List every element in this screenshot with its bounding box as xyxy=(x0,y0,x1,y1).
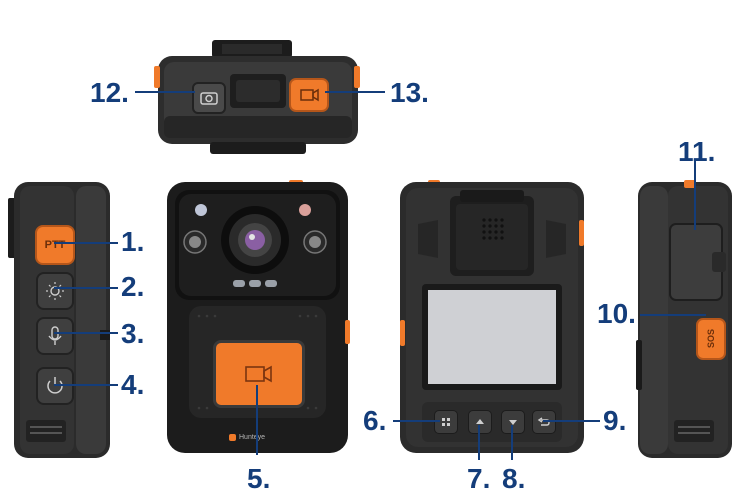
ptt-icon: PTT xyxy=(44,239,66,251)
back-icon xyxy=(537,417,550,426)
io-port-cover[interactable] xyxy=(670,224,722,300)
callout-3: 3. xyxy=(121,318,145,349)
camera-top-view xyxy=(150,38,365,158)
ptt-button[interactable]: PTT xyxy=(35,225,75,265)
menu-button[interactable] xyxy=(434,410,458,434)
power-button[interactable] xyxy=(36,367,74,405)
callout-2: 2. xyxy=(121,271,145,302)
camera-left-side-view: PTT xyxy=(6,180,114,460)
arrow-down-icon xyxy=(509,420,517,425)
microphone-icon xyxy=(48,326,62,345)
callout-4: 4. xyxy=(121,369,145,400)
camera-back-view xyxy=(398,180,586,455)
callout-12: 12. xyxy=(90,77,129,108)
down-button[interactable] xyxy=(501,410,525,434)
arrow-up-icon xyxy=(476,419,484,424)
callout-8: 8. xyxy=(502,463,526,494)
top-record-button[interactable] xyxy=(289,78,329,112)
callout-1: 1. xyxy=(121,226,145,257)
sos-button[interactable]: SOS xyxy=(696,318,726,360)
brightness-icon xyxy=(46,282,64,300)
callout-5: 5. xyxy=(247,463,271,494)
back-button[interactable] xyxy=(532,410,556,434)
callout-13: 13. xyxy=(390,77,429,108)
callout-6: 6. xyxy=(363,405,387,436)
camera-icon xyxy=(200,92,218,105)
up-button[interactable] xyxy=(468,410,492,434)
power-icon xyxy=(47,377,63,394)
camera-front-view: Hunteye xyxy=(165,180,350,455)
callout-9: 9. xyxy=(603,405,627,436)
front-record-button[interactable] xyxy=(213,340,305,408)
logo-mark-icon xyxy=(229,434,236,441)
camera-right-side-view: SOS xyxy=(636,180,736,460)
top-camera-button[interactable] xyxy=(192,82,226,114)
brightness-button[interactable] xyxy=(36,272,74,310)
sos-icon: SOS xyxy=(706,329,716,349)
callout-10: 10. xyxy=(597,298,636,329)
callout-11: 11. xyxy=(678,136,716,167)
menu-grid-icon xyxy=(442,418,450,426)
callout-7: 7. xyxy=(467,463,491,494)
video-record-icon xyxy=(300,88,319,102)
microphone-button[interactable] xyxy=(36,317,74,355)
brand-logo: Hunteye xyxy=(229,434,265,441)
video-record-icon xyxy=(245,365,272,383)
lcd-screen xyxy=(428,290,556,384)
